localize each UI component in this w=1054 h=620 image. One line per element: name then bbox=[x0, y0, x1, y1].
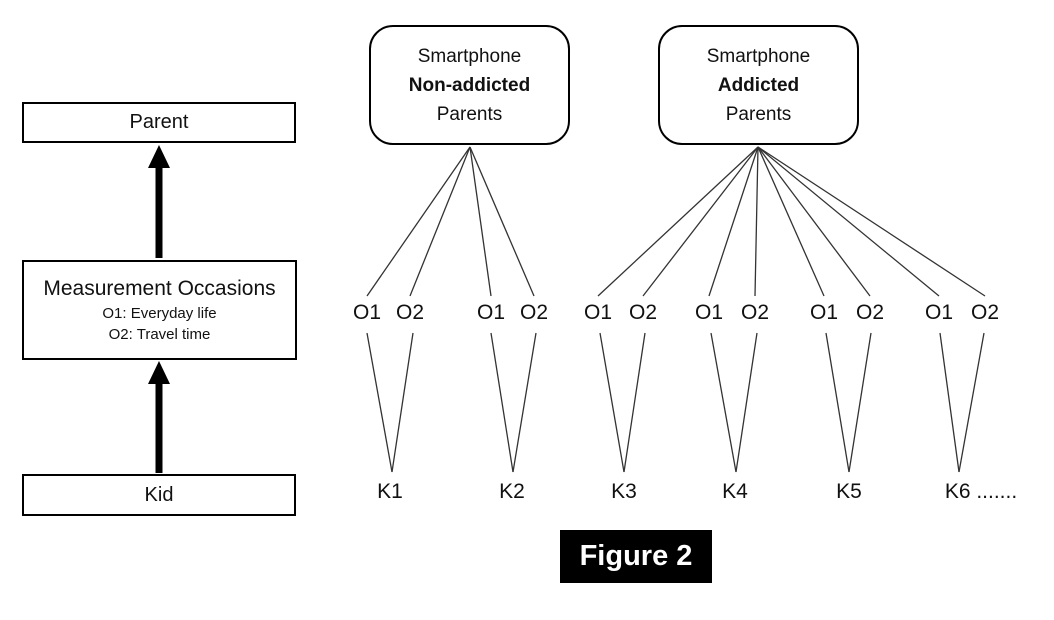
parent-box: Parent bbox=[22, 102, 296, 143]
measurement-title: Measurement Occasions bbox=[43, 277, 276, 300]
arrow-kid-to-measurement bbox=[148, 361, 170, 473]
fan-non-addicted bbox=[366, 146, 535, 297]
kid-label-k3: K3 bbox=[611, 480, 637, 504]
group2-line3: Parents bbox=[725, 103, 792, 125]
kid-label-k5: K5 bbox=[836, 480, 862, 504]
non-addicted-parents-box: Smartphone Non-addicted Parents bbox=[369, 25, 570, 145]
occasion-label: O2 bbox=[628, 301, 658, 325]
group1-line3: Parents bbox=[436, 103, 503, 125]
kid-label-k6: K6 ....... bbox=[944, 480, 1018, 504]
fan-addicted bbox=[597, 146, 986, 297]
measurement-occasion2: O2: Travel time bbox=[108, 326, 211, 343]
occasion-label: O1 bbox=[583, 301, 613, 325]
addicted-parents-box: Smartphone Addicted Parents bbox=[658, 25, 859, 145]
group1-line1: Smartphone bbox=[417, 45, 522, 67]
figure-caption: Figure 2 bbox=[579, 540, 693, 572]
occasion-label: O1 bbox=[924, 301, 954, 325]
v-lines-k1 bbox=[366, 332, 414, 473]
parent-label: Parent bbox=[129, 111, 189, 133]
occasion-label: O2 bbox=[395, 301, 425, 325]
group2-line2: Addicted bbox=[717, 74, 800, 96]
occasion-label: O1 bbox=[352, 301, 382, 325]
arrow-measurement-to-parent bbox=[148, 145, 170, 258]
measurement-occasions-box: Measurement Occasions O1: Everyday life … bbox=[22, 260, 297, 360]
occasion-label: O1 bbox=[694, 301, 724, 325]
group2-line1: Smartphone bbox=[706, 45, 811, 67]
v-lines-k2 bbox=[490, 332, 537, 473]
v-lines-k6 bbox=[939, 332, 985, 473]
kid-label: Kid bbox=[144, 483, 174, 506]
measurement-occasion1: O1: Everyday life bbox=[102, 305, 217, 322]
group1-line2: Non-addicted bbox=[408, 74, 531, 96]
kid-box: Kid bbox=[22, 474, 296, 516]
figure-caption-box: Figure 2 bbox=[560, 530, 712, 583]
occasion-label: O2 bbox=[519, 301, 549, 325]
occasion-label: O1 bbox=[809, 301, 839, 325]
occasion-label: O2 bbox=[740, 301, 770, 325]
kid-label-k4: K4 bbox=[722, 480, 748, 504]
v-lines-k3 bbox=[599, 332, 646, 473]
occasion-label: O2 bbox=[970, 301, 1000, 325]
v-lines-k5 bbox=[825, 332, 872, 473]
v-lines-k4 bbox=[710, 332, 758, 473]
kid-label-k1: K1 bbox=[377, 480, 403, 504]
occasion-label: O2 bbox=[855, 301, 885, 325]
occasion-label: O1 bbox=[476, 301, 506, 325]
kid-label-k2: K2 bbox=[499, 480, 525, 504]
